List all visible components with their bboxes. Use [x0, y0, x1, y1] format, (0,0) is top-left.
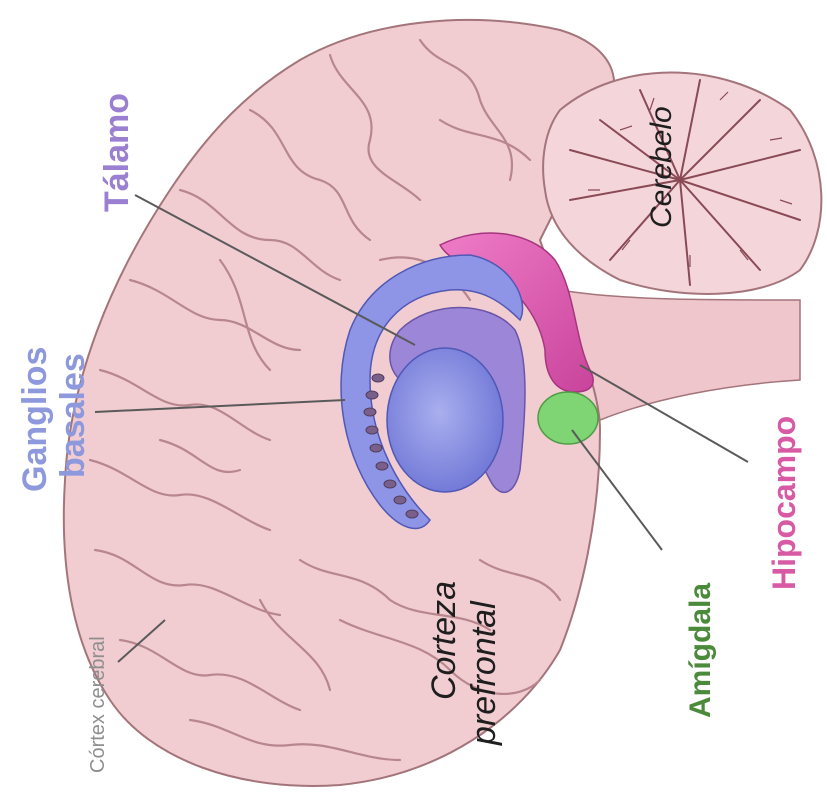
label-amigdala: Amígdala: [684, 583, 717, 718]
cerebellum: [543, 73, 821, 294]
cerebral-hemisphere: [64, 20, 614, 786]
label-talamo: Tálamo: [98, 93, 136, 212]
label-ganglios-line2: basales: [54, 353, 92, 478]
lentiform-nucleus: [387, 348, 503, 492]
label-cerebelo: Cerebelo: [645, 106, 678, 228]
label-corteza-line1: Corteza: [425, 581, 463, 700]
label-corteza-line2: prefrontal: [465, 600, 503, 746]
label-cortex-cerebral: Córtex cerebral: [87, 636, 109, 773]
label-ganglios-line1: Ganglios: [16, 347, 54, 492]
amygdala: [538, 392, 598, 444]
label-hipocampo: Hipocampo: [766, 416, 802, 590]
